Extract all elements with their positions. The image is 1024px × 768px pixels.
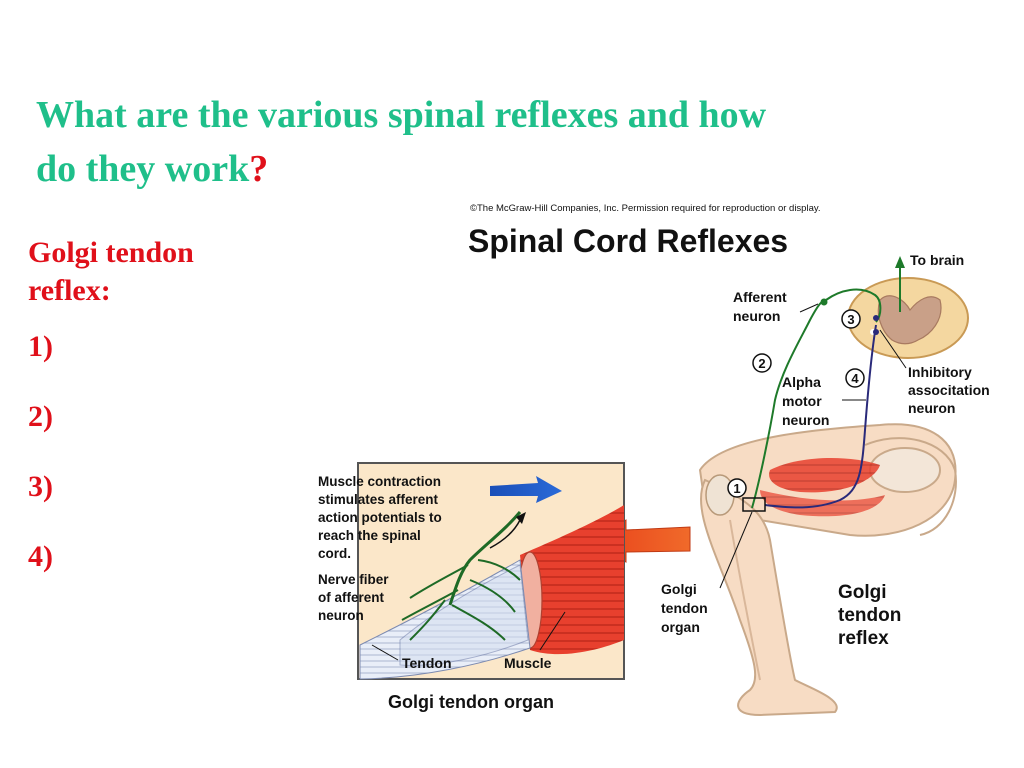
step-marker-4: 4: [845, 368, 865, 388]
list-item-1: 1): [28, 330, 53, 363]
afferent-label-line-1: Afferent: [733, 289, 787, 305]
list-item-4: 4): [28, 540, 53, 573]
list-item-3: 3): [28, 470, 53, 503]
step-marker-2: 2: [752, 353, 772, 373]
contraction-line-2: stimulates afferent: [318, 492, 439, 507]
nerve-fiber-line-1: Nerve fiber: [318, 572, 389, 587]
contraction-line-5: cord.: [318, 546, 351, 561]
inhibitory-label-line-2: associtation: [908, 382, 990, 398]
afferent-label-line-2: neuron: [733, 308, 780, 324]
alpha-label-line-3: neuron: [782, 412, 829, 428]
inhibitory-neuron-label: Inhibitory associtation neuron: [908, 364, 994, 416]
leg-illustration: [698, 423, 957, 717]
afferent-neuron-label: Afferent neuron: [733, 289, 791, 324]
inset-panel: Muscle contraction stimulates afferent a…: [318, 462, 625, 680]
contraction-line-4: reach the spinal: [318, 528, 421, 543]
alpha-motor-neuron-path: [764, 324, 877, 509]
afferent-neuron-path: [751, 288, 882, 509]
title-question-mark: ?: [249, 148, 269, 190]
muscle-label: Muscle: [504, 655, 552, 671]
gto-label-line-1: Golgi: [661, 581, 697, 597]
figure-title: Spinal Cord Reflexes: [468, 223, 788, 259]
to-brain-label: To brain: [910, 252, 964, 268]
contraction-description: Muscle contraction stimulates afferent a…: [318, 474, 446, 561]
title-line-2: do they work: [36, 148, 250, 190]
tendon-label: Tendon: [402, 655, 452, 671]
svg-text:4: 4: [851, 371, 859, 386]
alpha-motor-neuron-label: Alpha motor neuron: [782, 374, 829, 428]
gto-label-line-2: tendon: [661, 600, 708, 616]
step-marker-3: 3: [841, 309, 861, 329]
svg-text:2: 2: [758, 356, 765, 371]
gto-label-line-3: organ: [661, 619, 700, 635]
step-marker-1: 1: [727, 478, 747, 498]
nerve-fiber-line-2: of afferent: [318, 590, 385, 605]
signal-direction-arrow: [490, 476, 562, 503]
golgi-tendon-organ-label: Golgi tendon organ: [661, 581, 712, 635]
list-item-2: 2): [28, 400, 53, 433]
slide-title: What are the various spinal reflexes and…: [36, 88, 936, 196]
gtr-label-line-2: tendon: [838, 605, 901, 626]
inhibitory-label-line-1: Inhibitory: [908, 364, 972, 380]
list-heading-line-2: reflex: [28, 274, 101, 307]
golgi-organ-box: [742, 497, 766, 512]
gtr-label-line-3: reflex: [838, 628, 889, 649]
alpha-label-line-2: motor: [782, 393, 822, 409]
list-heading-line-1: Golgi tendon: [28, 236, 194, 269]
contraction-line-3: action potentials to: [318, 510, 442, 525]
contraction-line-1: Muscle contraction: [318, 474, 441, 489]
nerve-fiber-line-3: neuron: [318, 608, 364, 623]
gtr-label-line-1: Golgi: [838, 582, 887, 603]
golgi-tendon-reflex-label: Golgi tendon reflex: [838, 582, 907, 649]
copyright-notice: ©The McGraw-Hill Companies, Inc. Permiss…: [470, 203, 821, 214]
alpha-label-line-1: Alpha: [782, 374, 821, 390]
nerve-fiber-label: Nerve fiber of afferent neuron: [318, 572, 392, 623]
svg-text:1: 1: [733, 481, 740, 496]
title-line-1: What are the various spinal reflexes and…: [36, 94, 767, 136]
inset-caption: Golgi tendon organ: [388, 692, 554, 712]
svg-text:3: 3: [847, 312, 854, 327]
list-heading-colon: :: [100, 274, 111, 307]
reflex-list: Golgi tendon reflex: 1) 2) 3) 4): [28, 234, 288, 608]
inhibitory-label-line-3: neuron: [908, 400, 955, 416]
list-heading: Golgi tendon reflex:: [28, 234, 288, 310]
